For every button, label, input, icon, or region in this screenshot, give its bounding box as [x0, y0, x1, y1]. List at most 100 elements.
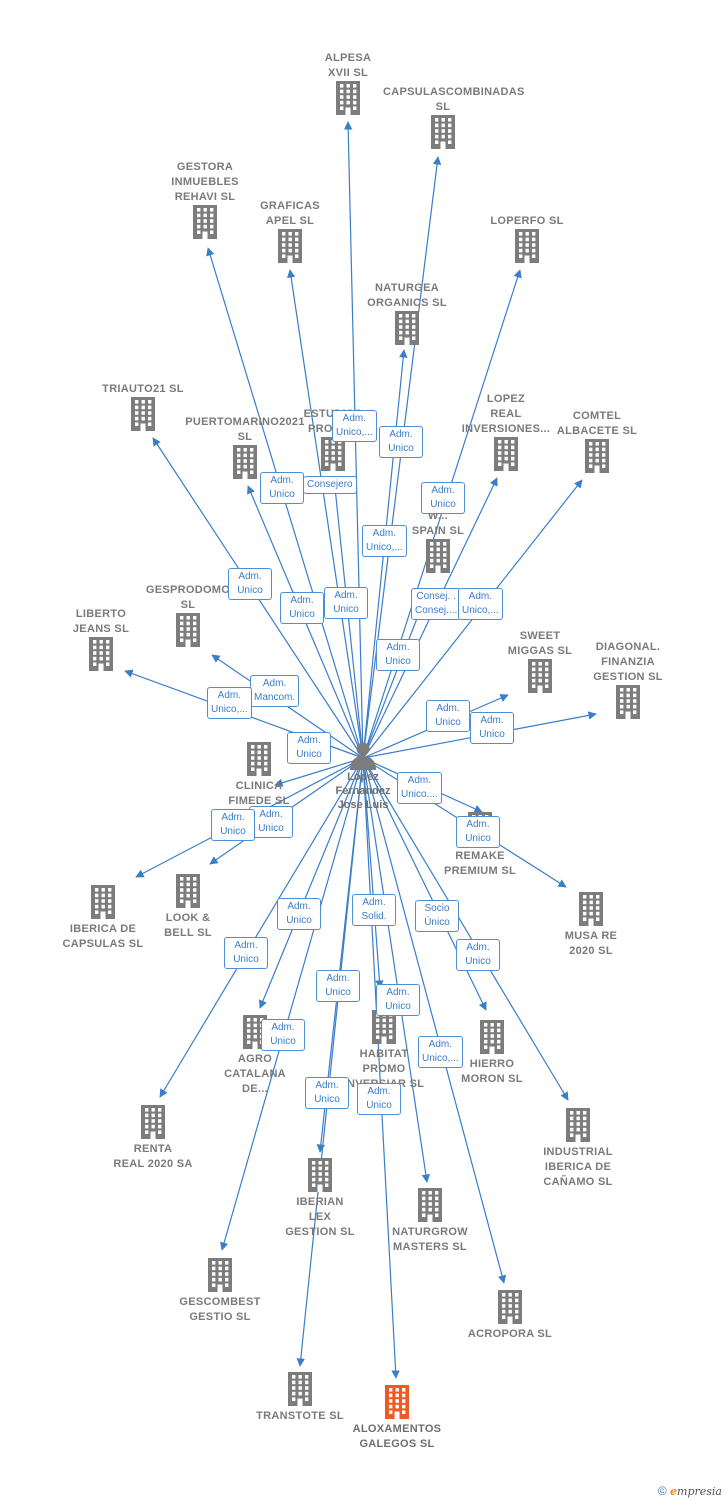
role-label-acropora[interactable]: Adm. Unico,...: [418, 1036, 463, 1068]
company-name[interactable]: LOPEZ REAL INVERSIONES...: [461, 393, 551, 435]
role-label-consej[interactable]: Consej. . Consej....: [411, 588, 462, 620]
company-node-comtel[interactable]: COMTEL ALBACETE SL: [537, 409, 657, 473]
company-node-gestora[interactable]: GESTORA INMUEBLES REHAVI SL: [145, 160, 265, 239]
company-node-gescombest[interactable]: GESCOMBEST GESTIO SL: [160, 1258, 280, 1325]
role-label-liberto[interactable]: Adm. Unico,...: [207, 687, 252, 719]
company-node-iberianlex[interactable]: IBERIAN LEX GESTION SL: [260, 1158, 380, 1240]
role-label-estudios[interactable]: Adm. Unico,...: [332, 410, 377, 442]
person-node-center[interactable]: Lopez Fernandez Jose Luis: [318, 740, 408, 812]
role-label-alpesa[interactable]: Adm. Unico: [324, 587, 368, 619]
company-node-transtote[interactable]: TRANSTOTE SL: [240, 1372, 360, 1424]
company-name[interactable]: IBERIAN LEX GESTION SL: [285, 1196, 355, 1238]
role-label-naturgea[interactable]: Adm. Unico: [379, 426, 423, 458]
company-name[interactable]: RENTA REAL 2020 SA: [113, 1143, 193, 1170]
footer-brand[interactable]: © empresia: [658, 1484, 722, 1498]
company-name[interactable]: GESTORA INMUEBLES REHAVI SL: [171, 161, 239, 203]
edge-graficas: [286, 269, 364, 759]
role-label-mancom[interactable]: Adm. Mancom.: [250, 675, 300, 707]
role-label-look[interactable]: Adm. Unico: [249, 806, 293, 838]
company-name[interactable]: HIERRO MORON SL: [461, 1058, 523, 1085]
company-node-naturgrow[interactable]: NATURGROW MASTERS SL: [370, 1188, 490, 1255]
company-name[interactable]: CLINICA FIMEDE SL: [228, 780, 290, 807]
company-node-gesprodomo[interactable]: GESPRODOMO SL: [128, 583, 248, 647]
role-label-comtel[interactable]: Adm. Unico,...: [458, 588, 503, 620]
company-node-musare[interactable]: MUSA RE 2020 SL: [531, 892, 651, 959]
company-name[interactable]: LOOK & BELL SL: [164, 912, 212, 939]
company-name[interactable]: PUERTOMARINO2021 SL: [185, 416, 305, 443]
role-label-graficas[interactable]: Adm. Unico: [280, 592, 324, 624]
role-label-remake1[interactable]: Adm. Unico....: [397, 772, 442, 804]
company-node-triauto21[interactable]: TRIAUTO21 SL: [83, 382, 203, 431]
company-node-diagonal[interactable]: DIAGONAL. FINANZIA GESTION SL: [568, 640, 688, 719]
company-name[interactable]: MUSA RE 2020 SL: [564, 930, 618, 957]
company-node-aloxamentos[interactable]: ALOXAMENTOS GALEGOS SL: [337, 1385, 457, 1452]
company-node-sweet[interactable]: SWEET MIGGAS SL: [480, 629, 600, 693]
building-icon: [336, 81, 360, 115]
company-name[interactable]: GESPRODOMO SL: [145, 584, 231, 611]
edge-industrial: [362, 757, 569, 1101]
company-node-look[interactable]: LOOK & BELL SL: [128, 874, 248, 941]
company-name[interactable]: REMAKE PREMIUM SL: [443, 850, 517, 877]
role-label-renta[interactable]: Adm. Unico: [224, 937, 268, 969]
role-label-capsulas[interactable]: Adm. Unico: [376, 639, 420, 671]
company-name[interactable]: ALPESA XVII SL: [324, 52, 372, 79]
company-name[interactable]: ACROPORA SL: [467, 1328, 553, 1340]
company-name[interactable]: GRAFICAS APEL SL: [260, 200, 320, 227]
company-name[interactable]: INDUSTRIAL IBERICA DE CAÑAMO SL: [543, 1146, 613, 1188]
building-icon: [498, 1290, 522, 1324]
role-label-solid[interactable]: Adm. Solid.: [352, 894, 396, 926]
company-node-naturgea[interactable]: NATURGEA ORGANICS SL: [347, 281, 467, 345]
role-label-socio[interactable]: Socio Único: [415, 900, 459, 932]
role-label-aloxamentos[interactable]: Adm. Unico: [357, 1083, 401, 1115]
company-name[interactable]: COMTEL ALBACETE SL: [556, 410, 638, 437]
role-label-agro[interactable]: Adm. Unico: [277, 898, 321, 930]
company-name[interactable]: NATURGROW MASTERS SL: [392, 1226, 468, 1253]
company-name[interactable]: SWEET MIGGAS SL: [507, 630, 573, 657]
company-node-loperfo[interactable]: LOPERFO SL: [467, 214, 587, 263]
building-icon: [566, 1108, 590, 1142]
person-name[interactable]: Lopez Fernandez Jose Luis: [335, 771, 391, 811]
role-label-agro2[interactable]: Adm. Unico: [261, 1019, 305, 1051]
company-name[interactable]: LOPERFO SL: [490, 215, 564, 227]
role-label-transtote[interactable]: Adm. Unico: [305, 1077, 349, 1109]
role-label-gescombest[interactable]: Adm. Unico: [316, 970, 360, 1002]
role-label-habitat[interactable]: Adm. Unico: [376, 984, 420, 1016]
company-node-puertomarino[interactable]: PUERTOMARINO2021 SL: [185, 415, 305, 479]
role-label-clinica[interactable]: Adm. Unico: [287, 732, 331, 764]
edge-naturgrow: [362, 757, 431, 1183]
company-node-industrial[interactable]: INDUSTRIAL IBERICA DE CAÑAMO SL: [518, 1108, 638, 1190]
company-node-liberto[interactable]: LIBERTO JEANS SL: [41, 607, 161, 671]
role-label-iberica[interactable]: Adm. Unico: [211, 809, 255, 841]
company-name[interactable]: ALOXAMENTOS GALEGOS SL: [352, 1423, 442, 1450]
role-label-musare[interactable]: Adm. Unico: [456, 816, 500, 848]
company-name[interactable]: GESCOMBEST GESTIO SL: [179, 1296, 261, 1323]
building-icon: [233, 445, 257, 479]
company-node-iberica[interactable]: IBERICA DE CAPSULAS SL: [43, 885, 163, 952]
role-label-triauto[interactable]: Adm. Unico: [228, 568, 272, 600]
company-node-renta[interactable]: RENTA REAL 2020 SA: [93, 1105, 213, 1172]
company-name[interactable]: TRIAUTO21 SL: [102, 383, 184, 395]
company-node-alpesa[interactable]: ALPESA XVII SL: [288, 51, 408, 115]
company-name[interactable]: LIBERTO JEANS SL: [72, 608, 130, 635]
company-name[interactable]: IBERICA DE CAPSULAS SL: [62, 923, 144, 950]
building-icon: [528, 659, 552, 693]
company-node-capsulascombinadas[interactable]: CAPSULASCOMBINADAS SL: [383, 85, 525, 149]
company-node-acropora[interactable]: ACROPORA SL: [450, 1290, 570, 1342]
building-icon: [89, 637, 113, 671]
company-node-graficas[interactable]: GRAFICAS APEL SL: [230, 199, 350, 263]
role-label-sweet[interactable]: Adm. Unico: [426, 700, 470, 732]
company-name[interactable]: DIAGONAL. FINANZIA GESTION SL: [593, 641, 663, 683]
company-name[interactable]: CAPSULASCOMBINADAS SL: [383, 86, 525, 113]
role-label-diagonal[interactable]: Adm. Unico: [470, 712, 514, 744]
role-label-wspain[interactable]: Adm. Unico,...: [362, 525, 407, 557]
company-node-lopezreal[interactable]: LOPEZ REAL INVERSIONES...: [446, 392, 566, 471]
company-name[interactable]: AGRO CATALANA DE...: [224, 1053, 286, 1095]
role-label-consejero[interactable]: Consejero: [303, 476, 357, 494]
role-label-lopezreal[interactable]: Adm. Unico: [421, 482, 465, 514]
company-name[interactable]: TRANSTOTE SL: [256, 1410, 344, 1422]
company-name[interactable]: NATURGEA ORGANICS SL: [367, 282, 447, 309]
company-node-clinica[interactable]: CLINICA FIMEDE SL: [199, 742, 319, 809]
company-node-hierro[interactable]: HIERRO MORON SL: [432, 1020, 552, 1087]
role-label-hierro[interactable]: Adm. Unico: [456, 939, 500, 971]
role-label-puerto[interactable]: Adm. Unico: [260, 472, 304, 504]
